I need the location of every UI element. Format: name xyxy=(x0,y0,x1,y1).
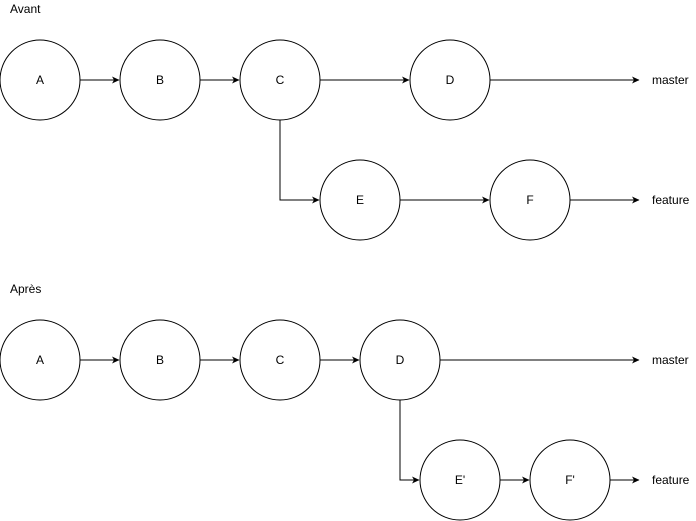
commit-label: A xyxy=(36,353,44,367)
commit-node-e: E xyxy=(319,159,401,241)
commit-node-d: D xyxy=(359,319,441,401)
commit-node-c: C xyxy=(239,39,321,121)
commit-node-f-prime: F' xyxy=(529,439,611,521)
commit-node-b: B xyxy=(119,319,201,401)
commit-label: C xyxy=(276,73,285,87)
commit-label: A xyxy=(36,73,44,87)
commit-label: C xyxy=(276,353,285,367)
commit-label: D xyxy=(396,353,405,367)
commit-label: B xyxy=(156,353,164,367)
section-after-title: Après xyxy=(10,282,41,296)
section-before-title: Avant xyxy=(10,2,41,16)
branch-label-master: master xyxy=(652,353,689,367)
edge-d-e-prime xyxy=(399,400,420,484)
commit-node-c: C xyxy=(239,319,321,401)
section-after: Après A B C D E' F' xyxy=(0,282,690,521)
branch-label-feature: feature xyxy=(652,193,690,207)
commit-node-b: B xyxy=(119,39,201,121)
commit-label: D xyxy=(446,73,455,87)
section-before: Avant A B C D E F xyxy=(0,2,690,241)
commit-label: E xyxy=(356,193,364,207)
commit-node-d: D xyxy=(409,39,491,121)
edge-c-e xyxy=(279,120,320,204)
commit-node-e-prime: E' xyxy=(419,439,501,521)
commit-node-a: A xyxy=(0,319,81,401)
commit-label: E' xyxy=(455,473,465,487)
commit-label: B xyxy=(156,73,164,87)
branch-label-feature: feature xyxy=(652,473,690,487)
branch-label-master: master xyxy=(652,73,689,87)
commit-node-f: F xyxy=(489,159,571,241)
commit-node-a: A xyxy=(0,39,81,121)
commit-label: F xyxy=(526,193,533,207)
commit-label: F' xyxy=(565,473,575,487)
